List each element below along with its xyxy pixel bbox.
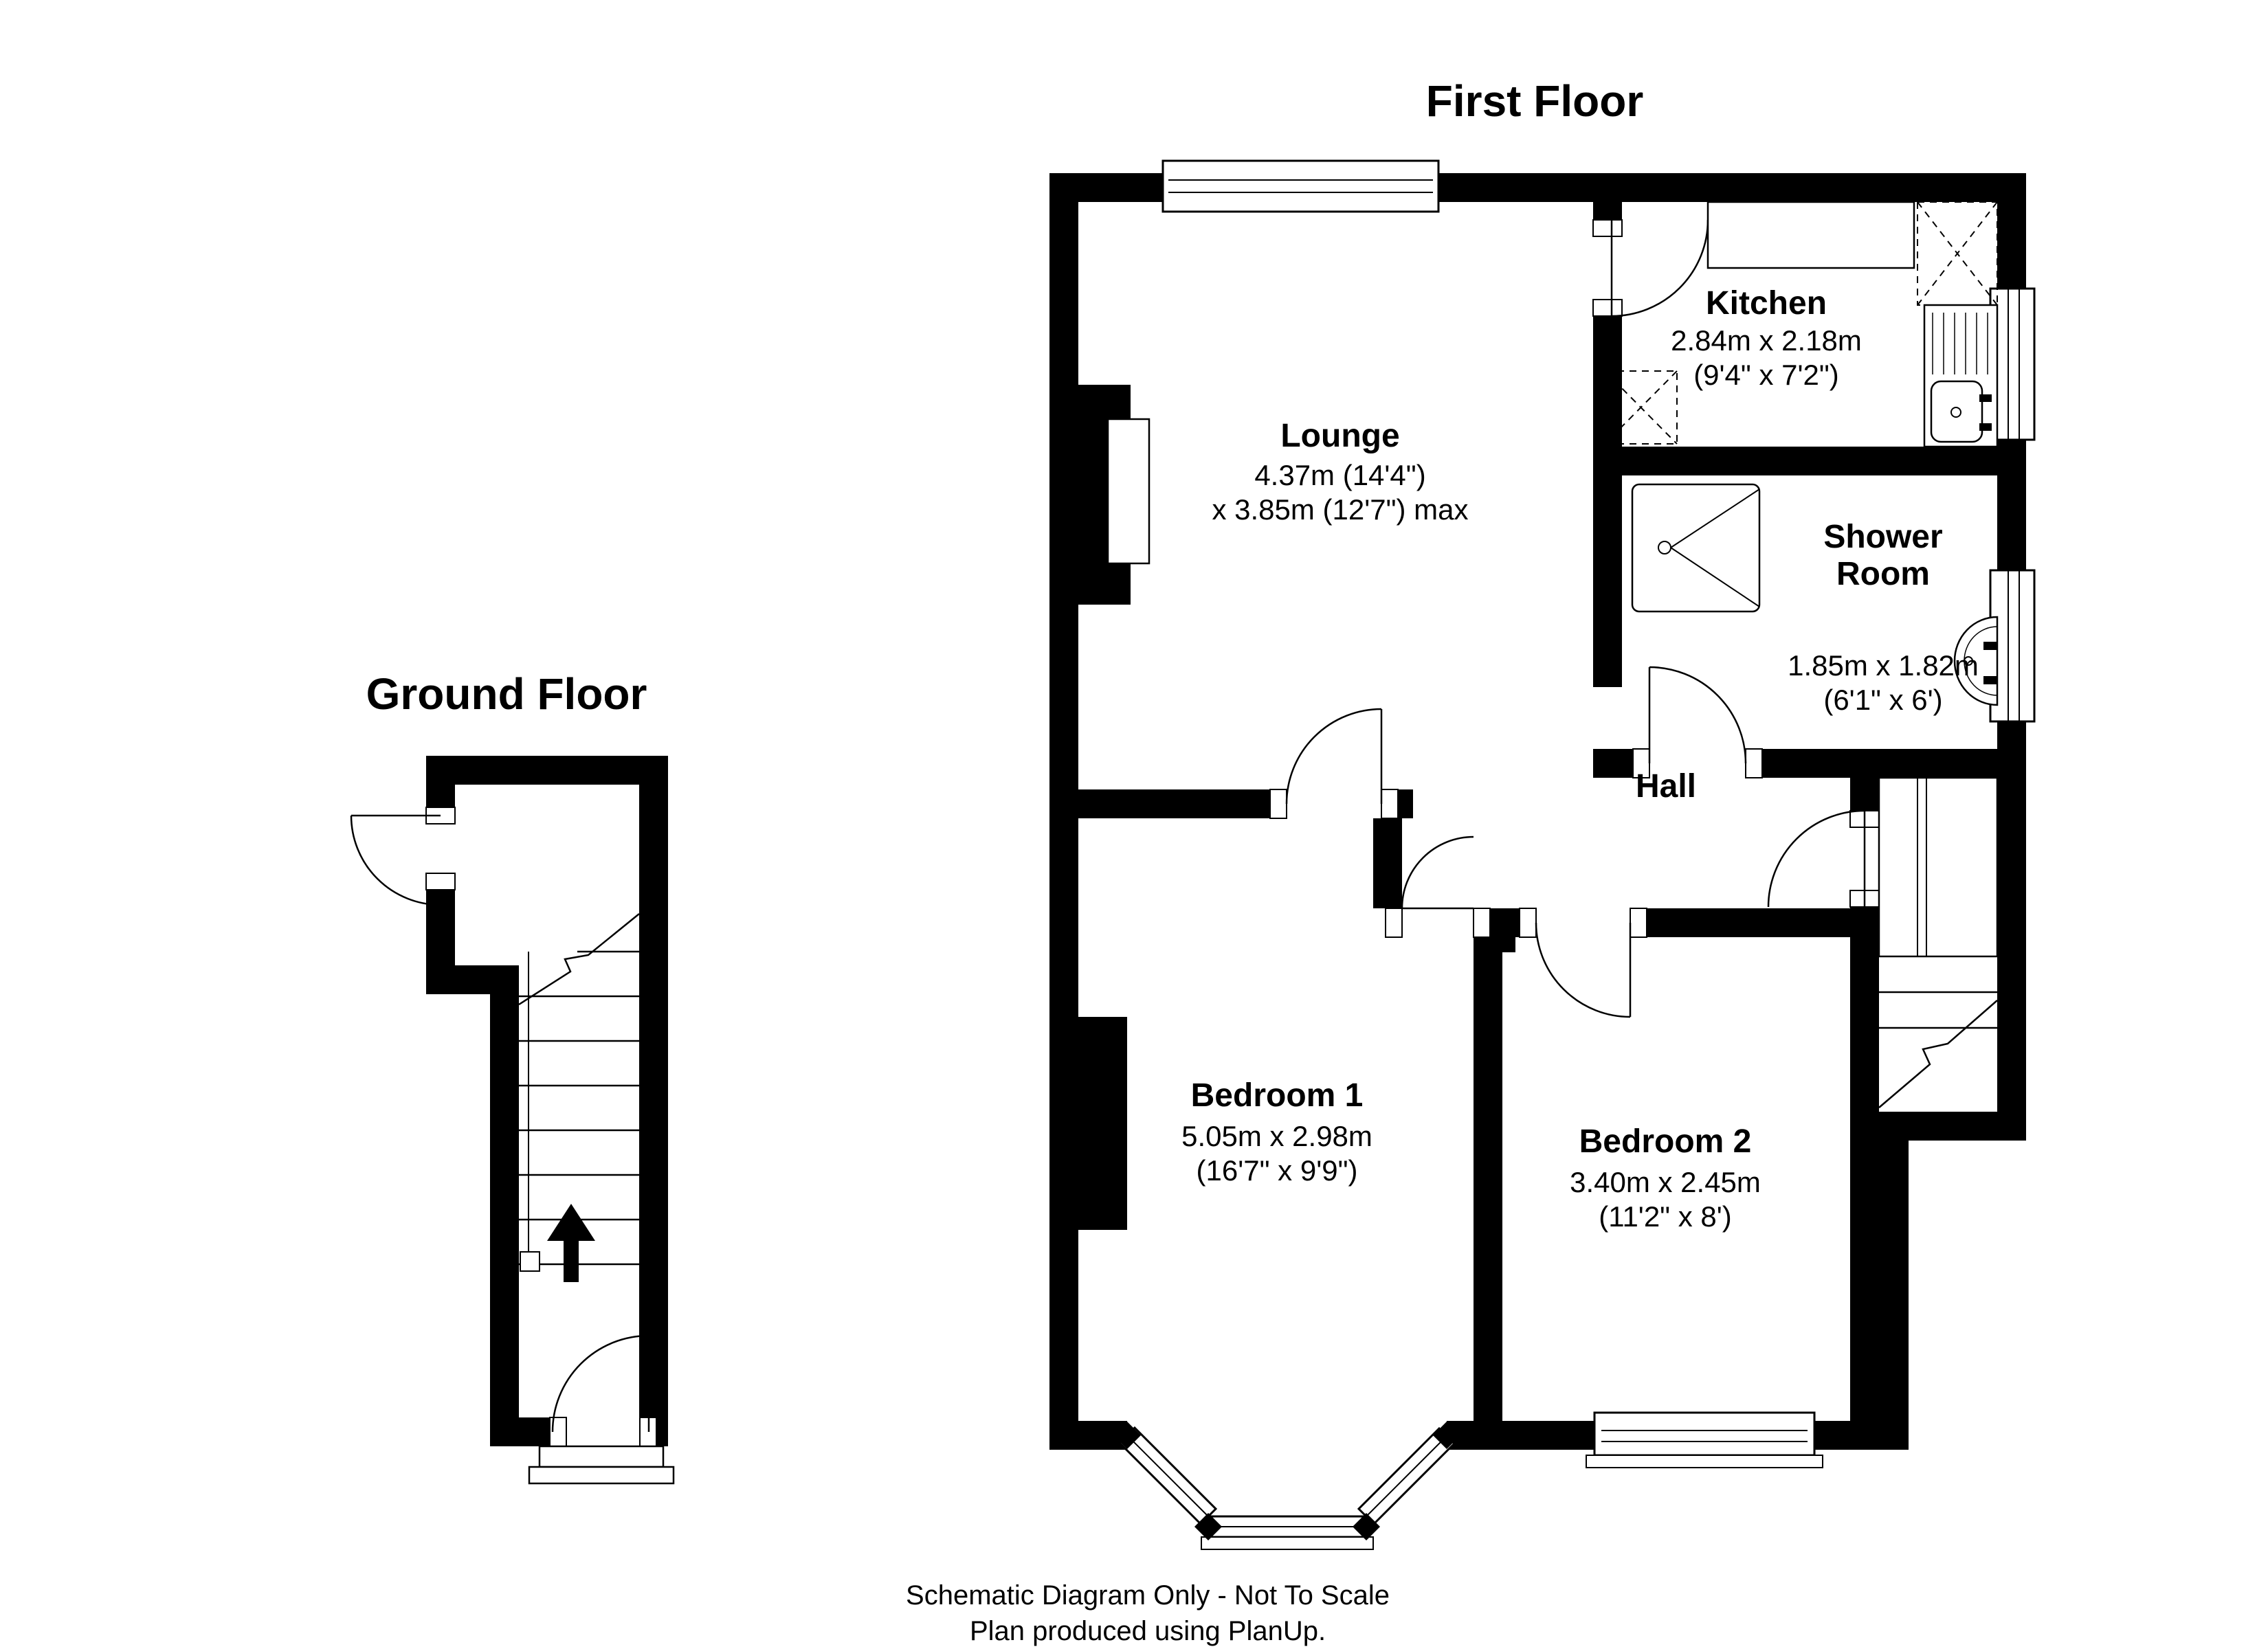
- room-dim-imperial-lounge: x 3.85m (12'7") max: [1212, 493, 1469, 526]
- bedroom2-window: [1586, 1411, 1823, 1468]
- up-arrow-icon: [547, 1204, 595, 1282]
- basin-icon: [1953, 616, 1999, 706]
- shower-room-door: [1632, 666, 1763, 778]
- kitchen-door: [1592, 219, 1709, 317]
- bedroom1-door: [1385, 835, 1491, 938]
- landing-cupboard: [1878, 776, 1999, 958]
- room-label-shower-room: Shower Room: [1823, 519, 1943, 592]
- room-dim-metric-lounge: 4.37m (14'4"): [1254, 459, 1426, 491]
- stairs-first-floor: [1878, 991, 1998, 1108]
- room-label-kitchen: Kitchen: [1705, 285, 1827, 322]
- porch-step: [528, 1445, 675, 1485]
- front-door: [549, 1334, 657, 1447]
- room-label-bedroom1: Bedroom 1: [1190, 1077, 1364, 1114]
- bay-window: [1113, 1422, 1460, 1550]
- room-dim-metric-shower-room: 1.85m x 1.82m: [1788, 649, 1979, 682]
- room-label-lounge: Lounge: [1280, 418, 1400, 454]
- bedroom2-door: [1519, 908, 1647, 1018]
- kitchen-appliance2-icon: [1604, 370, 1678, 445]
- footer-credit: Plan produced using PlanUp.: [969, 1616, 1326, 1646]
- room-dim-metric-bedroom1: 5.05m x 2.98m: [1181, 1120, 1372, 1152]
- ground-floor-plan: [350, 756, 675, 1485]
- room-dim-imperial-bedroom2: (11'2" x 8'): [1599, 1200, 1732, 1233]
- room-label-hall: Hall: [1635, 768, 1697, 805]
- room-dim-imperial-bedroom1: (16'7" x 9'9"): [1196, 1154, 1358, 1187]
- kitchen-worktop: [1706, 201, 1915, 269]
- entry-door: [350, 807, 456, 906]
- lounge-window: [1161, 159, 1440, 213]
- footer-disclaimer: Schematic Diagram Only - Not To Scale: [906, 1580, 1390, 1611]
- first-floor-title: First Floor: [1425, 76, 1644, 126]
- ground-floor-title: Ground Floor: [366, 669, 647, 719]
- room-dim-imperial-shower-room: (6'1" x 6'): [1823, 684, 1943, 716]
- first-floor-plan: [1049, 159, 2036, 1550]
- landing-door: [1767, 809, 1880, 908]
- stairs-ground-floor: [518, 913, 640, 1272]
- kitchen-appliance-icon: [1917, 201, 1998, 306]
- kitchen-sink-icon: [1923, 304, 1999, 448]
- room-dim-imperial-kitchen: (9'4" x 7'2"): [1693, 359, 1839, 391]
- shower-tray-icon: [1631, 483, 1761, 613]
- ground-floor-walls: [426, 756, 668, 1446]
- room-dim-metric-bedroom2: 3.40m x 2.45m: [1570, 1166, 1761, 1198]
- chimney-breast-lounge: [1078, 385, 1150, 605]
- room-dim-metric-kitchen: 2.84m x 2.18m: [1671, 324, 1862, 357]
- room-label-bedroom2: Bedroom 2: [1579, 1123, 1752, 1160]
- chimney-breast-bedroom1: [1078, 1017, 1127, 1230]
- lounge-door: [1269, 708, 1399, 819]
